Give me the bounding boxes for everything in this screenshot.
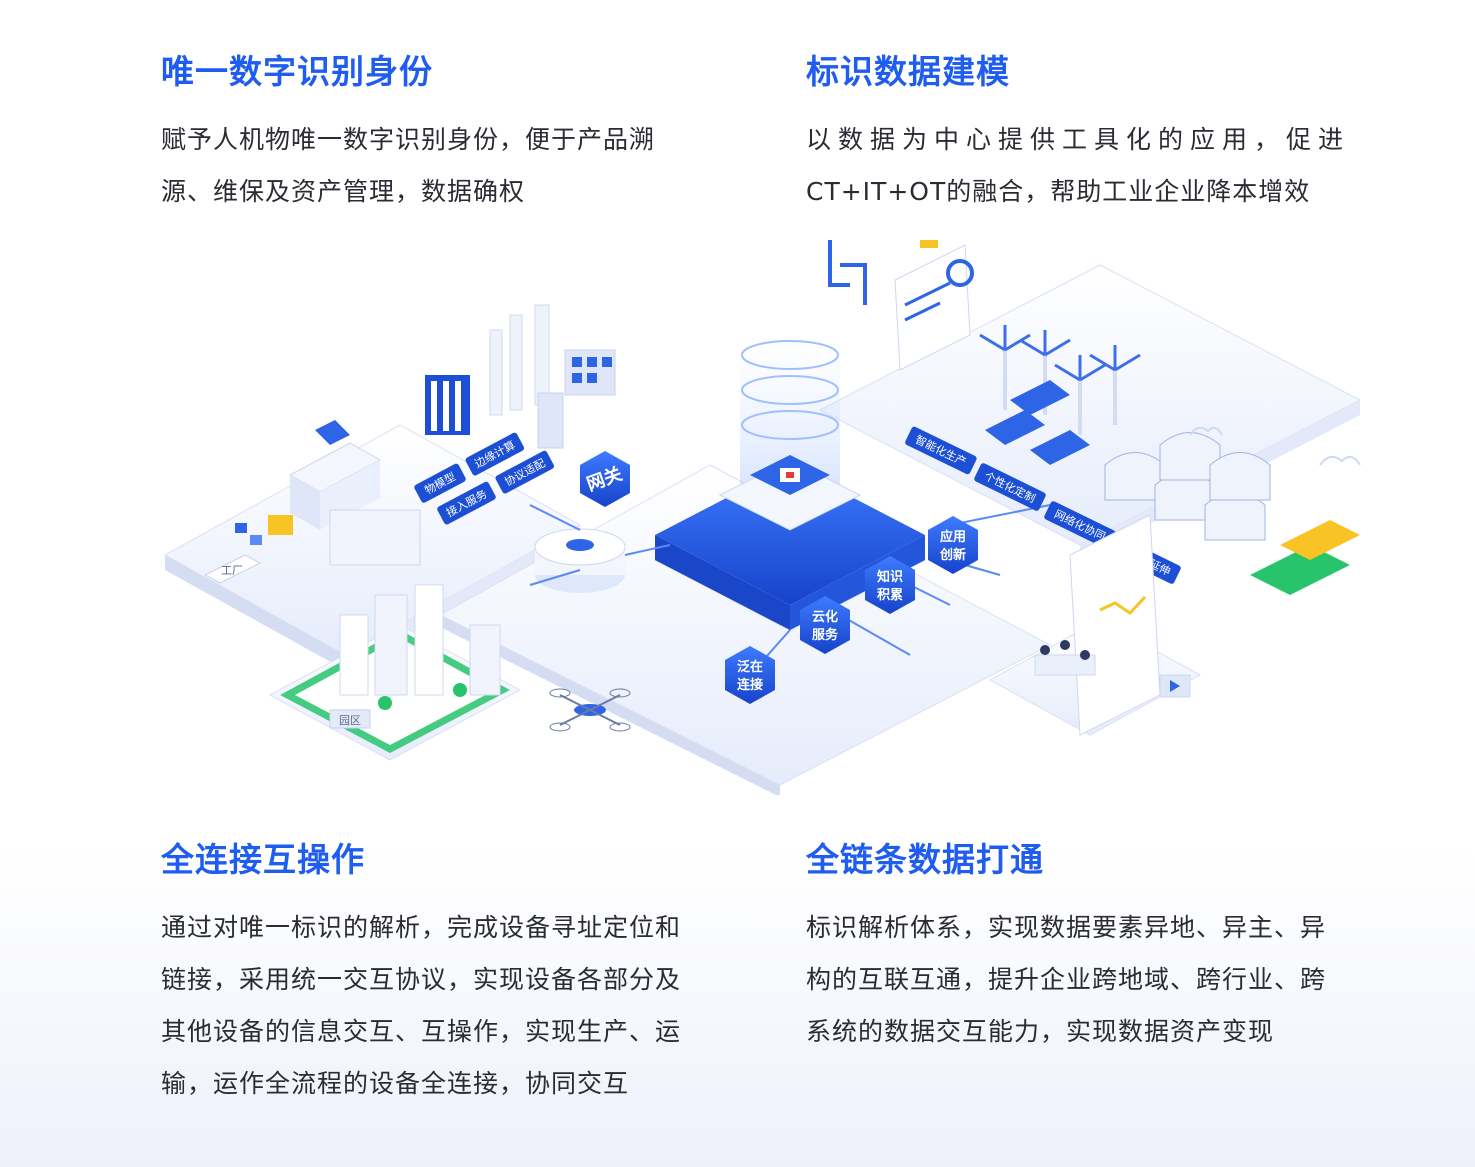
factory-label: 工厂 <box>221 564 243 577</box>
drone-icon <box>549 688 631 732</box>
description-line: 以数据为中心提供工具化的应用，促进 <box>806 125 1351 154</box>
feature-description: 标识解析体系，实现数据要素异地、异主、异 构的互联互通，提升企业跨地域、跨行业、… <box>806 902 1366 1058</box>
park-label: 园区 <box>339 714 361 727</box>
feature-full-interop: 全连接互操作 通过对唯一标识的解析，完成设备寻址定位和 链接，采用统一交互协议，… <box>161 840 721 1110</box>
feature-description: 以数据为中心提供工具化的应用，促进 CT+IT+OT的融合，帮助工业企业降本增效 <box>806 114 1366 218</box>
feature-unique-id: 唯一数字识别身份 赋予人机物唯一数字识别身份，便于产品溯 源、维保及资产管理，数… <box>161 52 721 218</box>
description-line: 其他设备的信息交互、互操作，实现生产、运 <box>161 1017 682 1046</box>
badge-line: 泛在 <box>737 659 763 675</box>
feature-title: 全连接互操作 <box>161 840 365 879</box>
description-line: 构的互联互通，提升企业跨地域、跨行业、跨 <box>806 965 1327 994</box>
left-feature-tags: 物模型 边缘计算 接入服务 协议适配 <box>414 432 554 525</box>
badge-line: 创新 <box>939 547 966 563</box>
badge-line: 知识 <box>877 569 903 585</box>
industrial-internet-illustration: 物模型 边缘计算 接入服务 协议适配 工厂 园区 网关 <box>163 240 1362 795</box>
description-line: 标识解析体系，实现数据要素异地、异主、异 <box>806 913 1327 942</box>
central-hub-server <box>653 335 927 631</box>
hex-badge-cloud-service: 云化 服务 <box>800 596 850 654</box>
hex-badge-app-innovation: 应用 创新 <box>928 516 978 574</box>
meeting-room <box>1034 514 1191 736</box>
gateway-device <box>534 528 626 593</box>
badge-line: 应用 <box>940 529 966 545</box>
park-buildings <box>339 584 501 710</box>
feature-full-chain: 全链条数据打通 标识解析体系，实现数据要素异地、异主、异 构的互联互通，提升企业… <box>806 840 1366 1058</box>
factory-icon <box>235 304 616 566</box>
description-line: 通过对唯一标识的解析，完成设备寻址定位和 <box>161 913 682 942</box>
solar-panel-icon <box>985 380 1090 465</box>
hex-badge-knowledge: 知识 积累 <box>865 556 915 614</box>
gateway-badge: 网关 <box>580 451 630 507</box>
description-line: 系统的数据交互能力，实现数据资产变现 <box>806 1017 1275 1046</box>
feature-title: 全链条数据打通 <box>806 840 1044 879</box>
feature-data-modeling: 标识数据建模 以数据为中心提供工具化的应用，促进 CT+IT+OT的融合，帮助工… <box>806 52 1366 218</box>
dashboard-panel <box>828 240 974 371</box>
description-line: 输，运作全流程的设备全连接，协同交互 <box>161 1069 630 1098</box>
badge-line: 积累 <box>877 587 903 603</box>
park-label-sign: 园区 <box>329 709 371 729</box>
description-line: 源、维保及资产管理，数据确权 <box>161 177 526 206</box>
cloud-icon <box>1189 426 1361 466</box>
description-line: 链接，采用统一交互协议，实现设备各部分及 <box>161 965 682 994</box>
greenhouse-icon <box>1104 432 1360 595</box>
badge-line: 连接 <box>737 677 763 693</box>
factory-label-sign: 工厂 <box>203 554 262 584</box>
feature-description: 通过对唯一标识的解析，完成设备寻址定位和 链接，采用统一交互协议，实现设备各部分… <box>161 902 721 1110</box>
description-line: 赋予人机物唯一数字识别身份，便于产品溯 <box>161 125 656 154</box>
badge-line: 服务 <box>812 627 839 643</box>
description-line: CT+IT+OT的融合，帮助工业企业降本增效 <box>806 177 1311 206</box>
feature-description: 赋予人机物唯一数字识别身份，便于产品溯 源、维保及资产管理，数据确权 <box>161 114 721 218</box>
feature-title: 唯一数字识别身份 <box>161 52 433 91</box>
badge-line: 云化 <box>812 609 838 625</box>
feature-title: 标识数据建模 <box>806 52 1010 91</box>
background-gradient <box>0 847 1475 1167</box>
hex-badge-ubiquitous-connection: 泛在 连接 <box>725 646 775 704</box>
